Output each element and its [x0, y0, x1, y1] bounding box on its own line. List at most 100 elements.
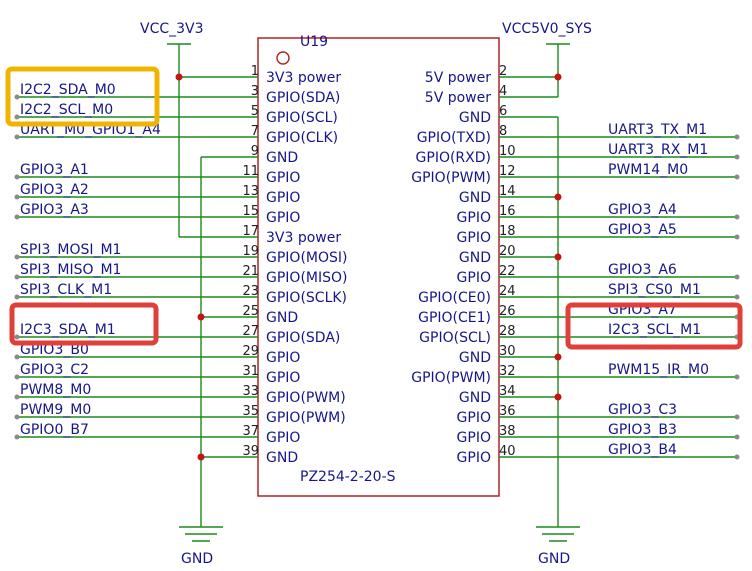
pin-number: 26 [499, 304, 516, 319]
pin-number: 18 [499, 224, 516, 239]
pin-number: 28 [499, 324, 516, 339]
pin-name: GPIO(SCLK) [266, 290, 347, 306]
pin-number: 10 [499, 144, 516, 159]
junction-dot [197, 453, 205, 461]
pin-number: 14 [499, 184, 516, 199]
pin-name: GPIO(SDA) [266, 330, 340, 346]
pin-number: 29 [242, 344, 259, 359]
pin-name: GPIO(PWM) [411, 170, 491, 186]
net-label: GPIO3_B0 [20, 342, 89, 358]
pin-name: GPIO [266, 430, 300, 446]
pin-number: 35 [242, 404, 259, 419]
pin-number: 36 [499, 404, 516, 419]
gnd-rail-left [179, 156, 258, 542]
junctions [175, 73, 562, 461]
net-label: GPIO0_B7 [20, 422, 89, 438]
pin-name: GPIO(SCL) [266, 110, 338, 126]
pin-name: GND [266, 450, 298, 466]
net-label: SPI3_CLK_M1 [20, 282, 112, 298]
pin-name: GPIO [266, 210, 300, 226]
pin-number: 34 [499, 384, 516, 399]
pin-name: GPIO(SCL) [419, 330, 491, 346]
junction-dot [554, 193, 562, 201]
net-label: PWM14_M0 [608, 162, 688, 178]
pin-number: 16 [499, 204, 516, 219]
pin-number: 31 [242, 364, 259, 379]
pin-name: GPIO [457, 450, 491, 466]
pin-name: GND [459, 190, 491, 206]
pin-number: 12 [499, 164, 516, 179]
pin-number: 22 [499, 264, 516, 279]
pin-number: 38 [499, 424, 516, 439]
net-label: SPI3_MOSI_M1 [20, 242, 121, 258]
component-body [257, 37, 500, 497]
pin-number: 3 [251, 84, 259, 99]
net-label: I2C2_SDA_M0 [20, 82, 116, 98]
pin-number: 25 [242, 304, 259, 319]
pin-number: 2 [499, 64, 507, 79]
net-label: GPIO3_C3 [608, 402, 677, 418]
net-terminal [14, 374, 20, 380]
pin-number: 6 [499, 104, 507, 119]
highlight-i2c2 [5, 66, 160, 127]
junction-dot [554, 73, 562, 81]
pin-number: 23 [242, 284, 259, 299]
pin-name: GPIO [266, 190, 300, 206]
pin-name: GPIO(CLK) [266, 130, 338, 146]
pin-name: GND [459, 350, 491, 366]
net-terminal [14, 134, 20, 140]
pin-number: 20 [499, 244, 516, 259]
pin-name: 3V3 power [266, 230, 341, 246]
junction-dot [197, 313, 205, 321]
component-ref: U19 [300, 34, 328, 50]
net-label: GPIO3_A2 [20, 182, 89, 198]
net-terminal [14, 334, 20, 340]
gnd-rail-right [499, 116, 580, 542]
pin-name: GPIO(SDA) [266, 90, 340, 106]
net-terminal [734, 174, 740, 180]
pin-number: 40 [499, 444, 516, 459]
pin-number: 39 [242, 444, 259, 459]
pin-number: 4 [499, 84, 507, 99]
net-label: I2C3_SCL_M1 [608, 322, 701, 338]
net-terminal [14, 274, 20, 280]
pin-number: 17 [242, 224, 259, 239]
highlight-i2c3-scl [565, 302, 743, 350]
net-label: GPIO3_A4 [608, 202, 677, 218]
pin-number: 19 [242, 244, 259, 259]
pin-number: 27 [242, 324, 259, 339]
net-label: PWM8_M0 [20, 382, 91, 398]
component-part: PZ254-2-20-S [300, 469, 396, 485]
junction-dot [554, 253, 562, 261]
net-label: GPIO3_B3 [608, 422, 677, 438]
net-terminal [734, 374, 740, 380]
net-terminal [14, 174, 20, 180]
pin-name: GPIO(TXD) [417, 130, 491, 146]
pin-name: GPIO [457, 270, 491, 286]
pin-name: GPIO(PWM) [266, 410, 346, 426]
net-label: SPI3_CS0_M1 [608, 282, 701, 298]
pin-number: 8 [499, 124, 507, 139]
net-terminal [14, 294, 20, 300]
net-terminal [14, 214, 20, 220]
pin-number: 32 [499, 364, 516, 379]
net-terminal [734, 274, 740, 280]
net-terminal [14, 354, 20, 360]
junction-dot [554, 393, 562, 401]
pin-name: 5V power [425, 70, 491, 86]
pin-number: 33 [242, 384, 259, 399]
vcc3v3-label: VCC_3V3 [140, 21, 204, 37]
net-label: I2C3_SDA_M1 [20, 322, 116, 338]
pin-number: 9 [251, 144, 259, 159]
net-terminal [14, 414, 20, 420]
net-terminal [734, 154, 740, 160]
net-label: PWM15_IR_M0 [608, 362, 709, 378]
gnd-left-label: GND [181, 551, 213, 567]
net-label: GPIO3_C2 [20, 362, 89, 378]
pin-name: GPIO [457, 430, 491, 446]
net-label: SPI3_MISO_M1 [20, 262, 121, 278]
pin-name: GPIO(MOSI) [266, 250, 347, 266]
